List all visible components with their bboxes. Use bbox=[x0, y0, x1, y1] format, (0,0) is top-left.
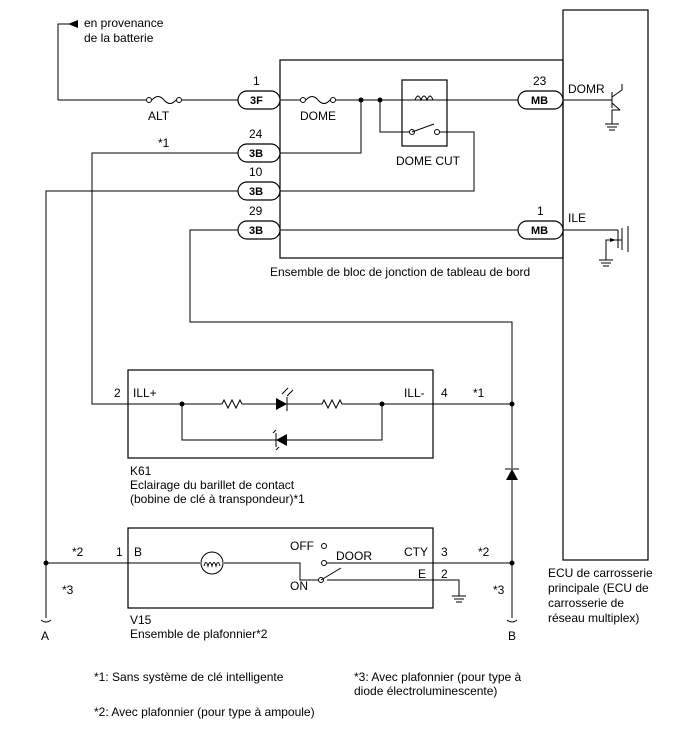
mark-star3-right: *3 bbox=[493, 583, 505, 597]
v15-pin-b: 1 bbox=[116, 545, 123, 559]
k61-pin-right: 4 bbox=[441, 386, 448, 400]
led-icon bbox=[276, 387, 294, 411]
k61-name-line1: Eclairage du barillet de contact bbox=[130, 478, 295, 492]
connector-3b-10: 10 3B bbox=[237, 165, 281, 201]
battery-label-line2: de la batterie bbox=[84, 31, 154, 45]
battery-label-line1: en provenance bbox=[84, 16, 164, 30]
connector-code: 3B bbox=[249, 225, 263, 237]
relay-switch-icon bbox=[411, 123, 435, 133]
v15-term-cty: CTY bbox=[404, 545, 428, 559]
v15-code: V15 bbox=[130, 613, 152, 627]
relay-coil-icon bbox=[414, 95, 434, 102]
connector-pin: 29 bbox=[249, 204, 263, 218]
mark-star1-right: *1 bbox=[473, 386, 485, 400]
diode-icon bbox=[272, 429, 287, 451]
connector-pin: 23 bbox=[533, 74, 547, 88]
note-1: *1: Sans système de clé intelligente bbox=[94, 670, 284, 684]
v15-term-e: E bbox=[418, 567, 426, 581]
v15-switch-icon bbox=[320, 567, 342, 581]
k61-term-right: ILL- bbox=[404, 386, 425, 400]
connector-3f: 1 3F bbox=[237, 74, 281, 110]
dome-cut-relay: DOME CUT bbox=[280, 79, 475, 192]
connector-pin: 10 bbox=[249, 165, 263, 179]
mark-star3-left: *3 bbox=[62, 583, 74, 597]
note-2: *2: Avec plafonnier (pour type à ampoule… bbox=[94, 705, 315, 719]
resistor-icon bbox=[221, 398, 243, 410]
battery-source: en provenance de la batterie bbox=[57, 16, 164, 100]
v15-name: Ensemble de plafonnier*2 bbox=[130, 627, 268, 641]
dome-fuse-label: DOME bbox=[300, 109, 336, 123]
connector-3b-24: 24 3B bbox=[237, 127, 281, 163]
k61-box bbox=[127, 369, 434, 459]
ecu-label-line4: réseau multiplex) bbox=[548, 611, 639, 625]
note-3-line2: diode électroluminescente) bbox=[354, 684, 497, 698]
k61-pin-left: 2 bbox=[114, 386, 121, 400]
ecu-label-line1: ECU de carrosserie bbox=[548, 566, 653, 580]
v15-term-b: B bbox=[134, 545, 142, 559]
mark-star2-left: *2 bbox=[72, 545, 84, 559]
connector-mb-23: 23 MB bbox=[517, 74, 564, 110]
v15-pin-cty: 3 bbox=[441, 545, 448, 559]
battery-arrow-icon bbox=[68, 20, 78, 28]
connector-3b-29: 29 3B bbox=[237, 204, 281, 240]
connector-pin: 24 bbox=[249, 127, 263, 141]
end-b: B bbox=[508, 629, 516, 643]
junction-block-label: Ensemble de bloc de jonction de tableau … bbox=[270, 265, 530, 279]
diode-vertical-icon bbox=[505, 468, 519, 480]
connector-code: 3F bbox=[250, 95, 263, 107]
connector-code: MB bbox=[531, 95, 548, 107]
connector-pin: 1 bbox=[537, 204, 544, 218]
mark-star2-right: *2 bbox=[478, 545, 490, 559]
ecu-label-line3: carrosserie de bbox=[548, 596, 624, 610]
ecu-pin-ile: ILE bbox=[568, 211, 586, 225]
connector-code: MB bbox=[531, 225, 548, 237]
resistor-icon bbox=[321, 398, 343, 410]
dome-fuse-icon bbox=[300, 96, 336, 104]
ecu-box bbox=[562, 9, 649, 561]
alt-fuse-icon bbox=[146, 96, 182, 104]
k61-term-left: ILL+ bbox=[133, 386, 157, 400]
bulb-icon bbox=[200, 551, 224, 575]
mark-star1-top: *1 bbox=[158, 136, 170, 150]
connector-code: 3B bbox=[249, 186, 263, 198]
end-a: A bbox=[41, 629, 49, 643]
connector-pin: 1 bbox=[253, 74, 260, 88]
ecu-label-line2: principale (ECU de bbox=[548, 581, 649, 595]
v15-door: DOOR bbox=[336, 549, 372, 563]
k61-name-line2: (bobine de clé à transpondeur)*1 bbox=[130, 492, 305, 506]
ecu-pin-domr: DOMR bbox=[568, 82, 605, 96]
v15-box bbox=[127, 527, 434, 609]
ground-icon bbox=[452, 595, 466, 603]
connector-code: 3B bbox=[249, 148, 263, 160]
connector-mb-1: 1 MB bbox=[517, 204, 564, 240]
v15-on: ON bbox=[290, 579, 308, 593]
alt-fuse-label: ALT bbox=[148, 109, 170, 123]
note-3-line1: *3: Avec plafonnier (pour type à bbox=[354, 670, 522, 684]
domr-transistor-icon bbox=[563, 84, 623, 131]
relay-label: DOME CUT bbox=[396, 154, 461, 168]
v15-pin-e: 2 bbox=[441, 567, 448, 581]
v15-off: OFF bbox=[290, 539, 314, 553]
k61-code: K61 bbox=[130, 464, 152, 478]
ile-mosfet-icon bbox=[563, 226, 629, 267]
